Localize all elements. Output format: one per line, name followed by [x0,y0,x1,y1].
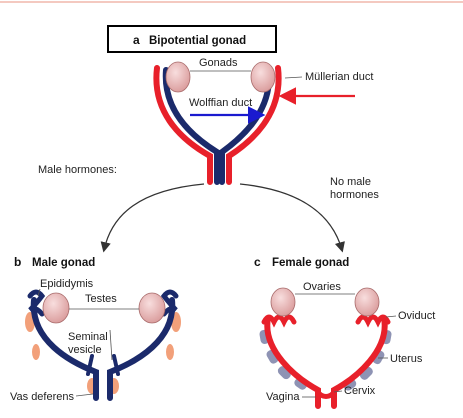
panel-a-letter: a [133,33,140,47]
cervix-join [315,390,337,399]
panel-c: c Female gonad Ovaries Oviduct Uterus [254,255,435,409]
left-mullerian-duct [153,65,213,185]
oviduct-label: Oviduct [398,310,435,322]
no-male-hormones-label-2: hormones [330,189,379,201]
tissue-blob [32,344,40,360]
male-hormones-label: Male hormones: [38,164,117,176]
panel-c-title: Female gonad [272,257,349,269]
vas-deferens-leader [75,393,94,397]
uterus-label: Uterus [390,353,423,365]
right-vas-deferens [107,297,176,401]
vagina-label: Vagina [266,391,300,403]
left-oviduct [261,314,297,328]
no-male-hormones-label-1: No male [330,176,371,188]
epididymis-label: Epididymis [40,278,94,290]
seminal-vesicle-leader [109,329,113,361]
right-seminal-vesicle [112,354,120,376]
left-gonad [165,61,191,93]
left-uterine-horn [264,315,321,409]
left-epididymis [27,289,46,317]
panel-a-title-box [107,25,277,53]
panel-b-title: Male gonad [32,257,95,269]
panel-a: a Bipotential gonad Gonads Müllerian duc… [107,25,373,185]
panel-c-letter: c [254,255,261,269]
left-testis [42,292,70,324]
epididymis-leader [37,288,41,297]
testes-label: Testes [85,293,117,305]
left-vas-deferens [30,297,99,401]
left-seminal-vesicle [86,354,94,376]
left-ovary [270,287,296,317]
wolffian-duct-label: Wolffian duct [189,97,252,109]
left-wolffian-duct [162,67,220,185]
vas-deferens-label: Vas deferens [10,391,75,403]
right-gonad [250,61,276,93]
right-uterine-horn [331,315,388,409]
male-branch-arrow [100,183,205,253]
tissue-blob [166,344,174,360]
ovaries-label: Ovaries [303,281,341,293]
right-ovary [354,287,380,317]
mullerian-duct-label: Müllerian duct [305,71,373,83]
panel-b: b Male gonad Epididymis Testes Seminal v… [10,255,181,403]
right-oviduct [355,314,391,328]
uterus-bead [277,366,291,380]
seminal-vesicle-label-2: vesicle [68,344,102,356]
right-testis [138,292,166,324]
oviduct-leader [385,315,397,318]
right-epididymis [160,289,179,317]
female-branch-arrow [239,183,345,253]
cervix-leader [333,390,343,393]
panel-a-title: Bipotential gonad [149,35,246,47]
gonads-label: Gonads [199,57,238,69]
uterus-bead [359,366,373,380]
right-mullerian-duct [226,65,282,185]
panel-b-letter: b [14,255,21,269]
cervix-label: Cervix [344,385,376,397]
branch-arrows: Male hormones: No male hormones [38,164,379,253]
mullerian-leader [284,76,303,79]
seminal-vesicle-label-1: Seminal [68,331,108,343]
